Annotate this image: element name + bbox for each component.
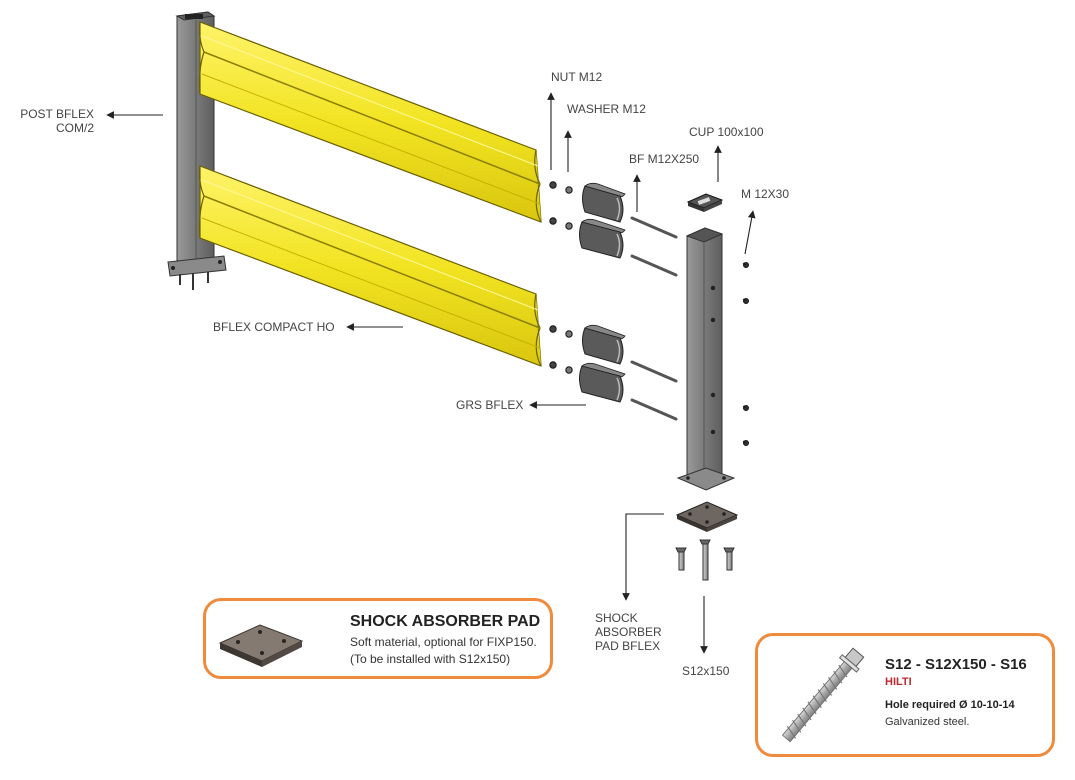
leader-arrows (106, 92, 756, 654)
nuts-and-washers (549, 181, 573, 374)
shock-card-line1: Soft material, optional for FIXP150. (350, 635, 537, 649)
upper-yellow-rail (198, 21, 542, 223)
grs-connectors (579, 182, 626, 403)
label-m12x30: M 12X30 (741, 187, 790, 201)
label-post-bflex: POST BFLEX COM/2 (10, 107, 94, 135)
lower-yellow-rail (198, 165, 542, 367)
cup-cap (686, 193, 724, 212)
anchor-card-title: S12 - S12X150 - S16 (885, 656, 1027, 673)
label-post-line2: COM/2 (55, 121, 94, 135)
label-cup: CUP 100x100 (689, 125, 764, 139)
label-shock-line3: PAD BFLEX (595, 639, 661, 653)
anchor-bolt-image (781, 647, 865, 743)
shock-absorber-card: SHOCK ABSORBER PAD Soft material, option… (203, 598, 553, 679)
label-bflex-compact: BFLEX COMPACT HO (213, 320, 335, 334)
right-post (676, 227, 736, 491)
shock-card-title: SHOCK ABSORBER PAD (350, 613, 541, 630)
anchor-card-material: Galvanized steel. (885, 716, 970, 728)
label-shock-line2: ABSORBER (595, 625, 662, 639)
label-nut-m12: NUT M12 (551, 70, 603, 84)
label-washer-m12: WASHER M12 (567, 102, 646, 116)
shock-absorber-pad (675, 501, 739, 532)
label-shock-line1: SHOCK (595, 611, 638, 625)
label-bf-m12x250: BF M12X250 (629, 152, 700, 166)
shock-card-line2: (To be installed with S12x150) (350, 652, 511, 666)
label-post-line1: POST BFLEX (20, 107, 94, 121)
anchor-card-hole: Hole required Ø 10-10-14 (885, 699, 1015, 711)
small-screws (742, 261, 750, 446)
anchor-bolt-card: S12 - S12X150 - S16 HILTI Hole required … (755, 633, 1055, 757)
shock-pad-image (218, 624, 304, 667)
label-s12x150: S12x150 (682, 664, 730, 678)
label-shock-absorber-pad-bflex: SHOCK ABSORBER PAD BFLEX (595, 611, 662, 653)
anchor-bolts (675, 539, 735, 581)
long-bolts (630, 216, 678, 421)
anchor-card-brand: HILTI (885, 676, 912, 688)
label-grs-bflex: GRS BFLEX (456, 398, 524, 412)
